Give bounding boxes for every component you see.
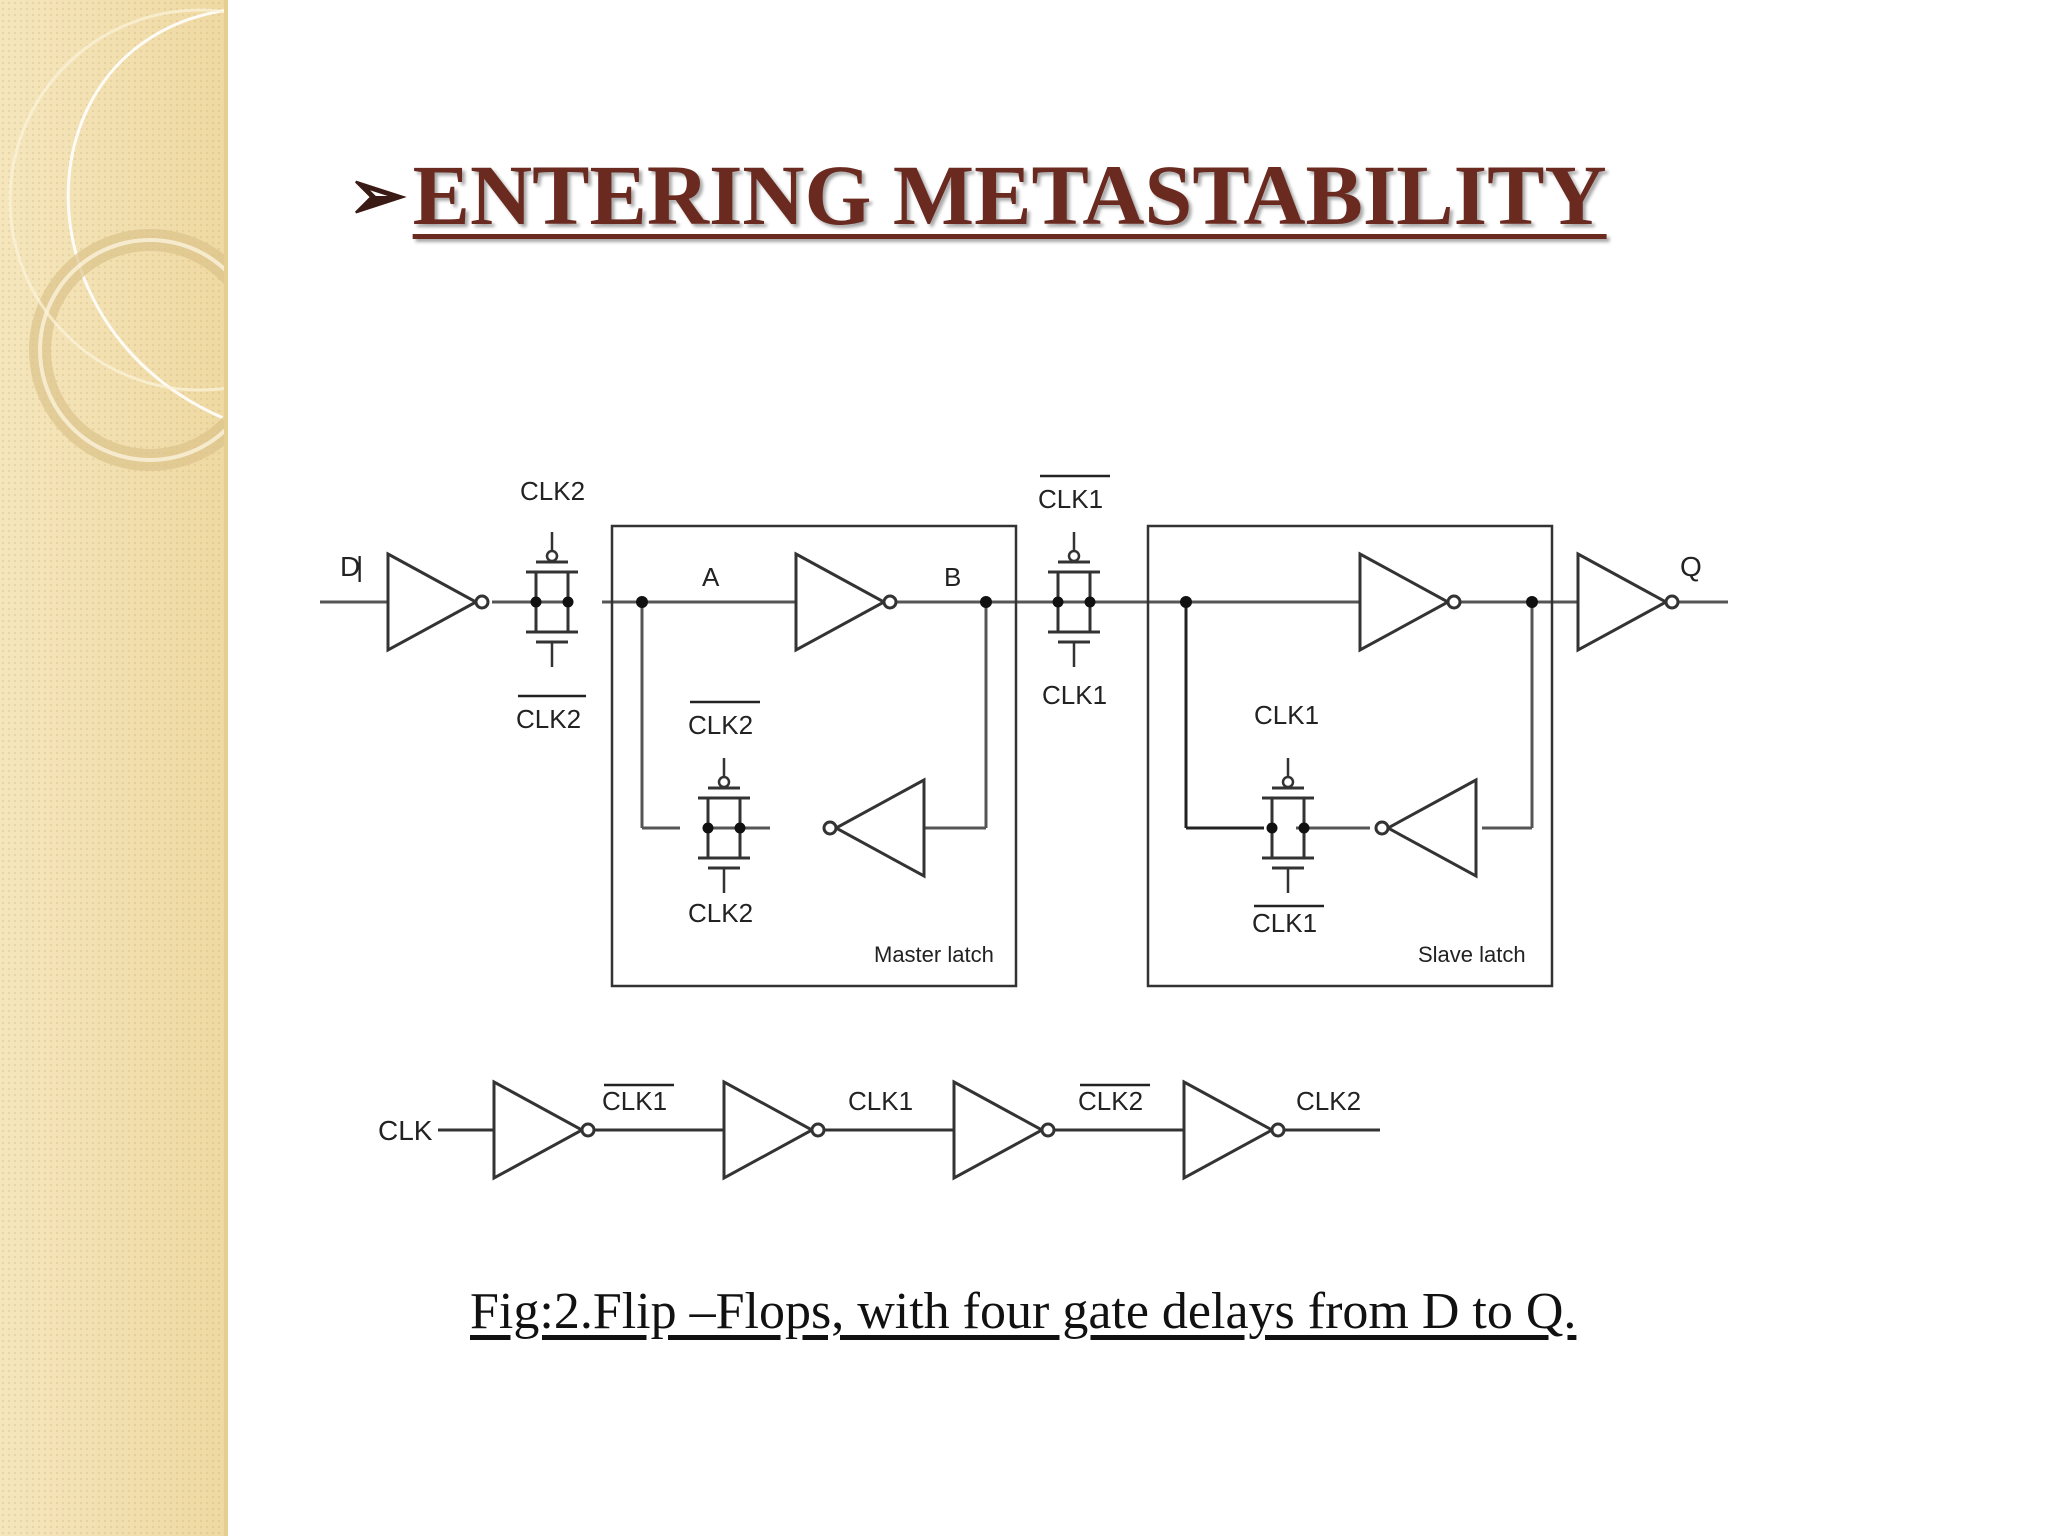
input-transmission-gate [524,530,580,669]
master-gate-clk2-bar-label: CLK2 [688,710,753,740]
slide-title: ➢ ENTERING METASTABILITY [348,140,1607,250]
chain-clk2-bar-label: CLK2 [1078,1086,1143,1116]
master-feedback-inverter [822,777,926,879]
arrow-bullet-icon: ➢ [348,157,407,235]
clk-input-label: CLK [378,1115,433,1146]
output-inverter [1576,551,1680,653]
middle-gate-clk1-label: CLK1 [1042,680,1107,710]
clock-complement-overlines [518,474,1324,1087]
master-gate-clk2-label: CLK2 [688,898,753,928]
middle-gate-clk1-bar-label: CLK1 [1038,484,1103,514]
node-a-label: A [702,562,720,592]
clock-inverter-chain [438,1079,1380,1181]
chain-clk1-label: CLK1 [848,1086,913,1116]
slave-gate-clk1-label: CLK1 [1254,700,1319,730]
slave-feedback-inverter [1374,777,1478,879]
master-latch-label: Master latch [874,942,994,967]
slave-gate-clk1-bar-label: CLK1 [1252,908,1317,938]
chain-clk1-bar-label: CLK1 [602,1086,667,1116]
middle-transmission-gate [1046,530,1102,669]
sidebar-divider [224,0,228,1536]
slide-title-text: ENTERING METASTABILITY [412,147,1607,243]
flip-flop-circuit-diagram: D | Q A B CLK2 CLK2 CLK2 CLK2 CLK1 CLK1 … [320,474,1728,1181]
slave-latch-box [1146,524,1554,988]
input-d-marker: | [356,551,363,582]
sidebar-rings-decoration [8,8,228,471]
master-feedback-transmission-gate [696,756,752,895]
main-signal-wires [320,600,1728,830]
slave-feedback-transmission-gate [1260,756,1316,895]
slave-forward-inverter [1358,551,1462,653]
output-q-label: Q [1680,551,1702,582]
slave-latch-label: Slave latch [1418,942,1526,967]
input-inverter [386,551,490,653]
master-latch-box [610,524,1018,988]
input-d-label: D [340,551,360,582]
node-b-label: B [944,562,961,592]
junction-dots [636,596,1538,608]
decorative-sidebar [0,0,228,1536]
input-gate-clk2-label: CLK2 [520,476,585,506]
input-gate-clk2-bar-label: CLK2 [516,704,581,734]
master-forward-inverter [794,551,898,653]
figure-caption: Fig:2.Flip –Flops, with four gate delays… [470,1283,1577,1340]
chain-clk2-label: CLK2 [1296,1086,1361,1116]
